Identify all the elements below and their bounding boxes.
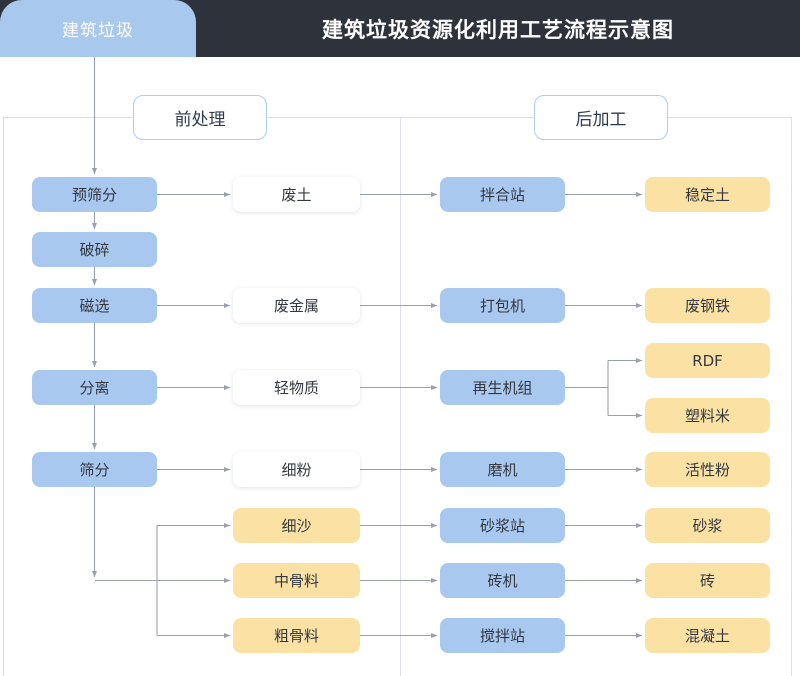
- section-divider: [400, 117, 401, 676]
- header-tab-input-material[interactable]: 建筑垃圾: [0, 0, 196, 57]
- node-moji[interactable]: 磨机: [440, 452, 565, 487]
- node-zhuanji[interactable]: 砖机: [440, 563, 565, 598]
- page-title: 建筑垃圾资源化利用工艺流程示意图: [322, 17, 674, 42]
- node-zhuan[interactable]: 砖: [645, 563, 770, 598]
- node-shajiang[interactable]: 砂浆: [645, 508, 770, 543]
- node-fenli[interactable]: 分离: [32, 370, 157, 405]
- node-shaifen[interactable]: 筛分: [32, 452, 157, 487]
- node-zhonggu[interactable]: 中骨料: [233, 563, 360, 598]
- node-wendingtu[interactable]: 稳定土: [645, 177, 770, 212]
- node-feijinshu[interactable]: 废金属: [233, 288, 360, 323]
- node-suliaomi[interactable]: 塑料米: [645, 398, 770, 433]
- diagram-frame: [3, 117, 792, 676]
- node-posui[interactable]: 破碎: [32, 232, 157, 267]
- node-feitu[interactable]: 废土: [233, 177, 360, 212]
- node-cixuan[interactable]: 磁选: [32, 288, 157, 323]
- node-dabaoji[interactable]: 打包机: [440, 288, 565, 323]
- node-jiaobanzhan[interactable]: 搅拌站: [440, 618, 565, 653]
- node-qingwuzhi[interactable]: 轻物质: [233, 370, 360, 405]
- node-yushaifen[interactable]: 预筛分: [32, 177, 157, 212]
- node-feigangtie[interactable]: 废钢铁: [645, 288, 770, 323]
- node-rdf[interactable]: RDF: [645, 343, 770, 378]
- section-pill-post: 后加工: [534, 95, 668, 140]
- node-hunningtu[interactable]: 混凝土: [645, 618, 770, 653]
- node-xisha[interactable]: 细沙: [233, 508, 360, 543]
- node-banhezhan[interactable]: 拌合站: [440, 177, 565, 212]
- node-cugu[interactable]: 粗骨料: [233, 618, 360, 653]
- node-zaishengjizu[interactable]: 再生机组: [440, 370, 565, 405]
- section-pill-pre: 前处理: [133, 95, 267, 140]
- node-huoxingfen[interactable]: 活性粉: [645, 452, 770, 487]
- node-xifen[interactable]: 细粉: [233, 452, 360, 487]
- node-shajiangzhan[interactable]: 砂浆站: [440, 508, 565, 543]
